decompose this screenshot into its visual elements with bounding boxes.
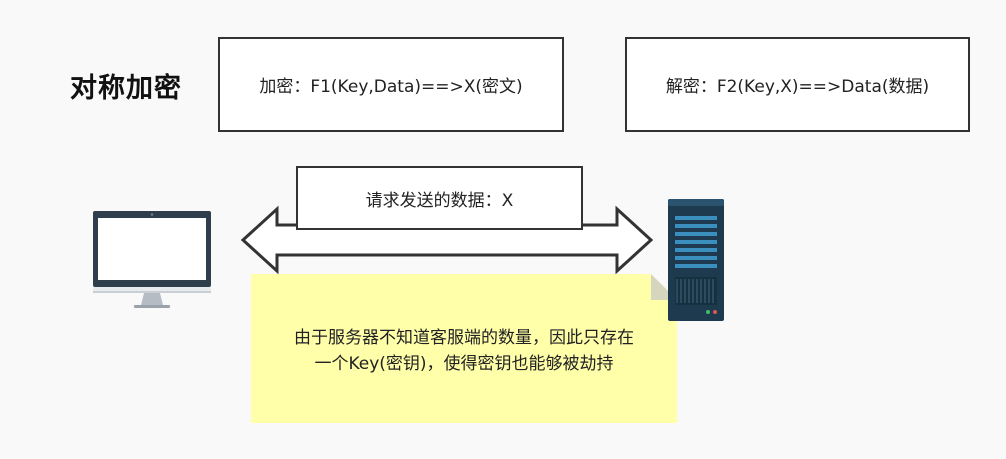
encryption-formula-box: 加密：F1(Key,Data)==>X(密文) (218, 37, 564, 132)
note-text: 由于服务器不知道客服端的数量，因此只存在 一个Key(密钥)，使得密钥也能够被劫… (294, 325, 634, 377)
decryption-formula-box: 解密：F2(Key,X)==>Data(数据) (625, 37, 970, 132)
decryption-formula-text: 解密：F2(Key,X)==>Data(数据) (665, 77, 930, 97)
server-tower-icon (668, 199, 724, 321)
desktop-computer-icon (93, 211, 211, 308)
request-data-text: 请求发送的数据：X (365, 190, 514, 211)
sticky-note: 由于服务器不知道客服端的数量，因此只存在 一个Key(密钥)，使得密钥也能够被劫… (251, 274, 677, 423)
diagram-title: 对称加密 (70, 73, 182, 104)
note-line-1: 由于服务器不知道客服端的数量，因此只存在 (294, 327, 634, 348)
note-line-2: 一个Key(密钥)，使得密钥也能够被劫持 (314, 353, 614, 374)
encryption-formula-text: 加密：F1(Key,Data)==>X(密文) (259, 77, 523, 97)
double-headed-arrow (240, 205, 654, 275)
request-data-box: 请求发送的数据：X (296, 166, 583, 230)
